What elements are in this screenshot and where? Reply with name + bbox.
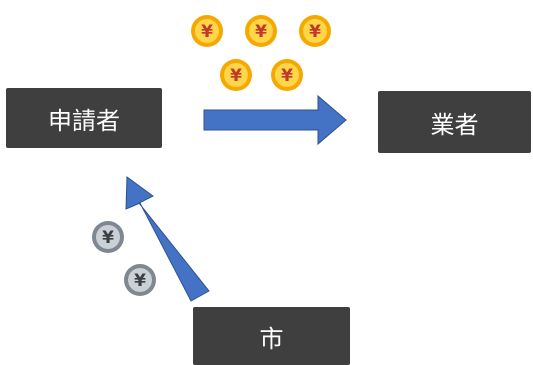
- arrow-applicant-to-vendor: [203, 94, 347, 146]
- gold-coin-icon: ¥: [220, 59, 252, 91]
- gold-coin-icon: ¥: [299, 15, 331, 47]
- svg-text:¥: ¥: [102, 228, 114, 248]
- applicant-label: 申請者: [48, 106, 120, 135]
- silver-coin-icon: ¥: [92, 221, 124, 253]
- vendor-box: 業者: [378, 91, 531, 153]
- svg-text:¥: ¥: [201, 22, 213, 42]
- gold-coin-icon: ¥: [271, 59, 303, 91]
- svg-text:¥: ¥: [281, 66, 293, 86]
- vendor-label: 業者: [430, 110, 479, 139]
- gold-coin-icon: ¥: [245, 15, 277, 47]
- city-label: 市: [259, 324, 284, 353]
- svg-text:¥: ¥: [255, 22, 267, 42]
- gold-coins-group: ¥ ¥ ¥ ¥ ¥: [191, 15, 331, 91]
- gold-coin-icon: ¥: [191, 15, 223, 47]
- svg-text:¥: ¥: [309, 22, 321, 42]
- silver-coins-group: ¥ ¥: [92, 221, 156, 296]
- city-box: 市: [193, 307, 350, 365]
- arrow-city-to-applicant: [125, 176, 210, 302]
- silver-coin-icon: ¥: [124, 264, 156, 296]
- applicant-box: 申請者: [6, 88, 162, 148]
- svg-text:¥: ¥: [230, 66, 242, 86]
- svg-text:¥: ¥: [134, 271, 146, 291]
